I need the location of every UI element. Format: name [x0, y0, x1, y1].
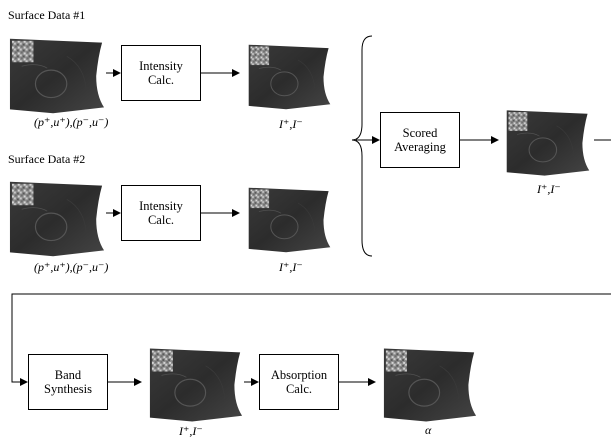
input-caption-1: (p⁺,u⁺),(p⁻,u⁻) — [34, 115, 109, 129]
arrow-loop-to-band — [11, 293, 611, 386]
output-caption-2: I⁺,I⁻ — [279, 260, 303, 274]
averaged-caption: I⁺,I⁻ — [537, 182, 561, 196]
intensity-calc-box-2: Intensity Calc. — [121, 185, 201, 241]
input-caption-2: (p⁺,u⁺),(p⁻,u⁻) — [34, 260, 109, 274]
surface-data-1-title: Surface Data #1 — [8, 8, 86, 22]
surface-data-2-title: Surface Data #2 — [8, 152, 86, 166]
alpha-caption: α — [425, 423, 432, 437]
scored-averaging-box: Scored Averaging — [380, 112, 460, 168]
merge-brace — [351, 35, 373, 257]
intensity-calc-box-1: Intensity Calc. — [121, 45, 201, 101]
band-synthesis-box: Band Synthesis — [28, 354, 108, 410]
synth-caption: I⁺,I⁻ — [179, 424, 203, 438]
absorption-calc-box: Absorption Calc. — [259, 354, 339, 410]
output-caption-1: I⁺,I⁻ — [279, 117, 303, 131]
